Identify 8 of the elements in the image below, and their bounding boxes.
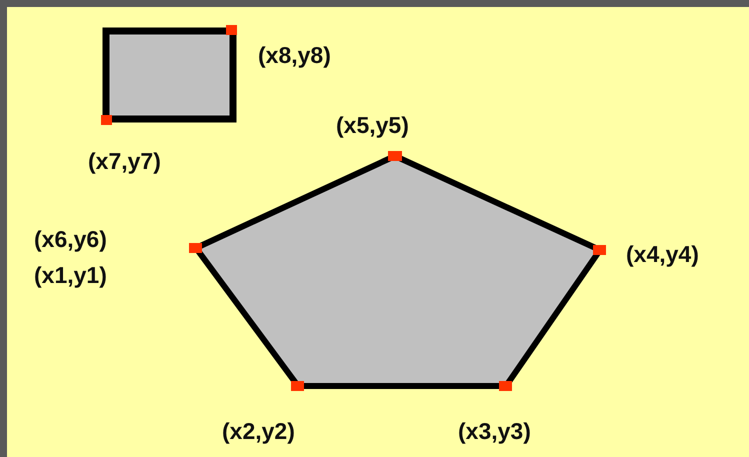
coordinate-label: (x4,y4): [626, 243, 699, 266]
coordinate-label: (x5,y5): [336, 114, 409, 137]
coordinate-label: (x3,y3): [458, 420, 531, 443]
coordinate-label: (x6,y6): [34, 228, 107, 251]
coordinate-label: (x7,y7): [88, 150, 161, 173]
coordinate-label: (x8,y8): [258, 44, 331, 67]
coordinate-label: (x1,y1): [34, 264, 107, 287]
coordinate-label: (x2,y2): [222, 420, 295, 443]
